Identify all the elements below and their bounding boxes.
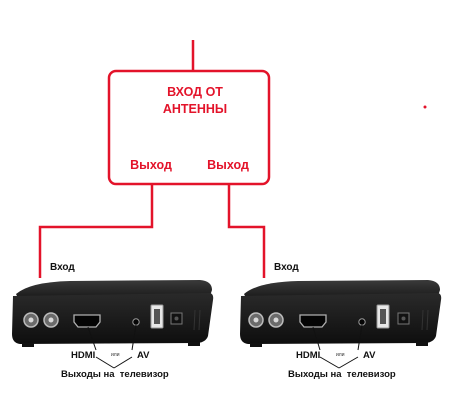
hdmi-label: HDMI bbox=[71, 350, 95, 361]
antenna-in-connector bbox=[253, 317, 259, 323]
pointer-hdmi bbox=[87, 326, 97, 351]
wire-left bbox=[38, 184, 154, 278]
pointer-combine bbox=[95, 356, 115, 369]
receiver-left: Вход HDMI или AV Выходы на т bbox=[12, 262, 214, 380]
splitter-output-left: Выход bbox=[130, 158, 172, 172]
power-port-icon bbox=[401, 316, 406, 321]
av-jack-icon bbox=[132, 318, 140, 326]
hdmi-port-icon bbox=[299, 314, 327, 328]
pointer-combine bbox=[338, 356, 359, 369]
power-port-icon bbox=[174, 316, 179, 321]
usb-port-icon bbox=[380, 309, 386, 324]
vent bbox=[421, 309, 424, 331]
antenna-in-connector bbox=[28, 317, 34, 323]
av-label: AV bbox=[137, 350, 150, 361]
receiver-front bbox=[240, 293, 442, 344]
av-jack-icon bbox=[358, 318, 366, 326]
receiver-top bbox=[16, 280, 212, 298]
receiver-right: Вход HDMI или AV Выходы на телевизор bbox=[240, 262, 442, 380]
receiver-top bbox=[244, 280, 440, 298]
usb-port-icon bbox=[154, 309, 160, 324]
pointer-av bbox=[357, 324, 363, 351]
vent bbox=[193, 309, 196, 331]
or-label: или bbox=[111, 352, 120, 358]
pointer-combine bbox=[113, 356, 133, 369]
or-label: или bbox=[336, 352, 345, 358]
av-label: AV bbox=[363, 350, 376, 361]
hdmi-port-icon bbox=[73, 314, 101, 328]
splitter-output-right: Выход bbox=[207, 158, 249, 172]
pointer-combine bbox=[319, 356, 340, 369]
pointer-hdmi bbox=[312, 326, 321, 351]
wire-right bbox=[227, 184, 266, 278]
vent bbox=[198, 309, 201, 331]
outputs-label: Выходы на телевизор bbox=[61, 369, 169, 380]
hdmi-label: HDMI bbox=[296, 350, 320, 361]
receiver-foot bbox=[188, 342, 200, 346]
input-label: Вход bbox=[50, 262, 75, 273]
pointer-av bbox=[131, 324, 137, 351]
splitter-title-line2: АНТЕННЫ bbox=[163, 102, 227, 116]
receiver-foot bbox=[250, 343, 262, 347]
antenna-out-connector bbox=[48, 317, 54, 323]
receiver-front bbox=[12, 293, 214, 344]
outputs-label: Выходы на телевизор bbox=[288, 369, 396, 380]
vent bbox=[426, 309, 429, 331]
red-dot bbox=[423, 105, 427, 109]
input-label: Вход bbox=[274, 262, 299, 273]
splitter-box bbox=[107, 69, 271, 186]
receiver-foot bbox=[416, 342, 428, 346]
receiver-foot bbox=[22, 343, 34, 347]
antenna-out-connector bbox=[273, 317, 279, 323]
splitter-title-line1: ВХОД ОТ bbox=[167, 85, 223, 99]
